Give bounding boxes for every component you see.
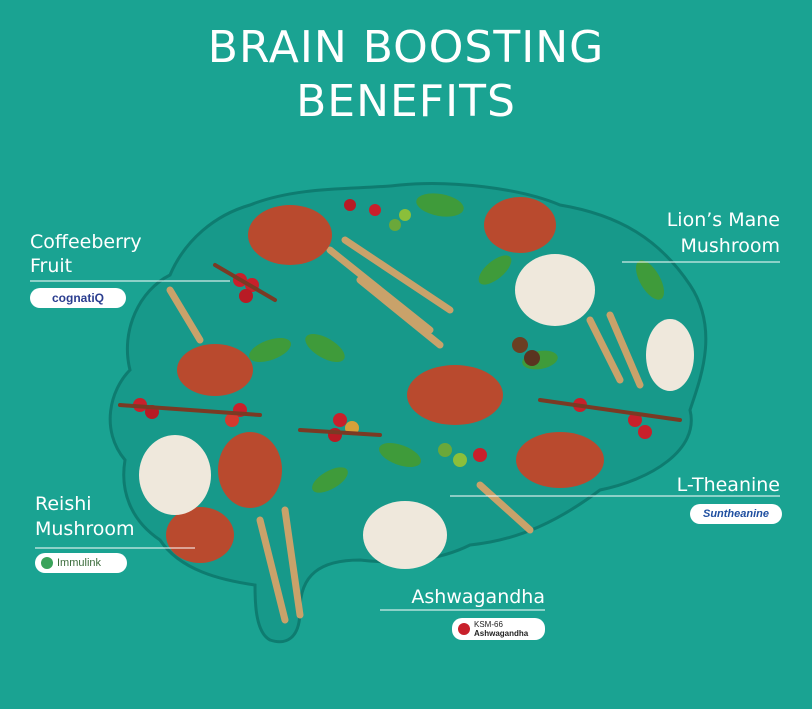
- ashwagandha-label: Ashwagandha: [411, 586, 545, 608]
- coffeeberry-label-line-2: Fruit: [30, 255, 73, 277]
- cognatiq-logo-text: cognatiQ: [51, 291, 104, 305]
- page-title-line-1: BRAIN BOOSTING: [207, 22, 605, 73]
- suntheanine-logo-text: Suntheanine: [702, 508, 769, 520]
- cognatiq-badge: cognatiQ: [30, 288, 126, 308]
- ashwagandha-roots: [166, 236, 644, 624]
- reishi-mushrooms: [166, 197, 604, 563]
- immulink-logo-text: Immulink: [57, 557, 102, 569]
- theanine-label: L-Theanine: [676, 474, 780, 496]
- ksm66-logo-icon: [458, 623, 470, 635]
- lions-mane-label-line-1: Lion’s Mane: [666, 209, 780, 231]
- reishi-label-line-2: Mushroom: [35, 518, 135, 540]
- ksm66-logo-text-group: KSM-66 Ashwagandha: [474, 620, 528, 638]
- immulink-badge: Immulink: [35, 553, 127, 573]
- page-title-line-2: BENEFITS: [296, 76, 516, 127]
- ksm66-logo-line-2: Ashwagandha: [474, 629, 529, 638]
- coffeeberry-label-line-1: Coffeeberry: [30, 231, 142, 253]
- lions-mane-mushrooms: [139, 254, 694, 569]
- coffee-branches: [118, 263, 682, 437]
- ksm66-badge: KSM-66 Ashwagandha: [452, 618, 545, 640]
- suntheanine-badge: Suntheanine: [690, 504, 782, 524]
- immulink-logo-icon: [41, 557, 53, 569]
- reishi-label-line-1: Reishi: [35, 493, 92, 515]
- ksm66-logo-line-1: KSM-66: [474, 620, 503, 629]
- lions-mane-label-line-2: Mushroom: [680, 235, 780, 257]
